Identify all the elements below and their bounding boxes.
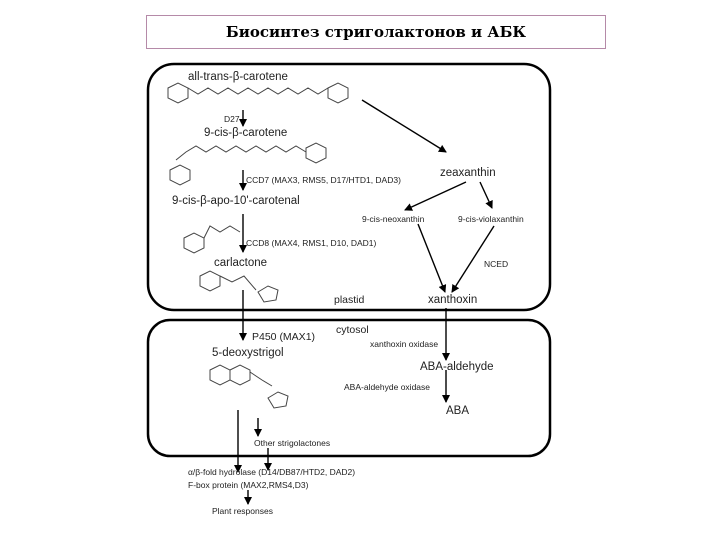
label-9-cis-violaxanthin: 9-cis-violaxanthin — [458, 214, 524, 224]
label-cytosol: cytosol — [336, 324, 369, 336]
five-deoxystrigol-structure — [209, 364, 289, 409]
cytosol-compartment — [146, 318, 552, 458]
label-9-cis-neoxanthin: 9-cis-neoxanthin — [362, 214, 425, 224]
label-d27: D27 — [224, 114, 240, 124]
slide-title: Биосинтез стриголактонов и АБК — [225, 23, 527, 41]
label-xanthoxin: xanthoxin — [428, 294, 477, 306]
label-other-strigolactones: Other strigolactones — [254, 438, 330, 448]
label-all-trans-beta-carotene: all-trans-β-carotene — [188, 71, 288, 83]
carlactone-structure — [199, 270, 279, 303]
pathway-arrows — [234, 99, 495, 505]
all-trans-carotene-structure — [167, 82, 349, 104]
label-plastid: plastid — [334, 294, 365, 306]
label-fbox-protein: F-box protein (MAX2,RMS4,D3) — [188, 480, 309, 490]
apo-carotenal-structure — [183, 225, 241, 254]
label-9-cis-beta-carotene: 9-cis-β-carotene — [204, 127, 287, 139]
label-aba: ABA — [446, 405, 469, 417]
title-box: Биосинтез стриголактонов и АБК — [146, 15, 606, 49]
label-aba-aldehyde: ABA-aldehyde — [420, 361, 494, 373]
plastid-compartment — [146, 62, 552, 312]
label-hydrolase: α/β-fold hydrolase (D14/DB87/HTD2, DAD2) — [188, 467, 355, 477]
label-xanthoxin-oxidase: xanthoxin oxidase — [370, 339, 438, 349]
label-carlactone: carlactone — [214, 257, 267, 269]
label-9-cis-apo-carotenal: 9-cis-β-apo-10'-carotenal — [172, 195, 300, 207]
label-plant-responses: Plant responses — [212, 506, 273, 516]
label-ccd8: CCD8 (MAX4, RMS1, D10, DAD1) — [246, 238, 377, 248]
label-aba-aldehyde-oxidase: ABA-aldehyde oxidase — [344, 382, 430, 392]
nine-cis-carotene-structure — [169, 142, 327, 186]
label-p450: P450 (MAX1) — [252, 331, 315, 343]
label-zeaxanthin: zeaxanthin — [440, 167, 496, 179]
label-5-deoxystrigol: 5-deoxystrigol — [212, 347, 284, 359]
label-nced: NCED — [484, 259, 508, 269]
label-ccd7: CCD7 (MAX3, RMS5, D17/HTD1, DAD3) — [246, 175, 401, 185]
